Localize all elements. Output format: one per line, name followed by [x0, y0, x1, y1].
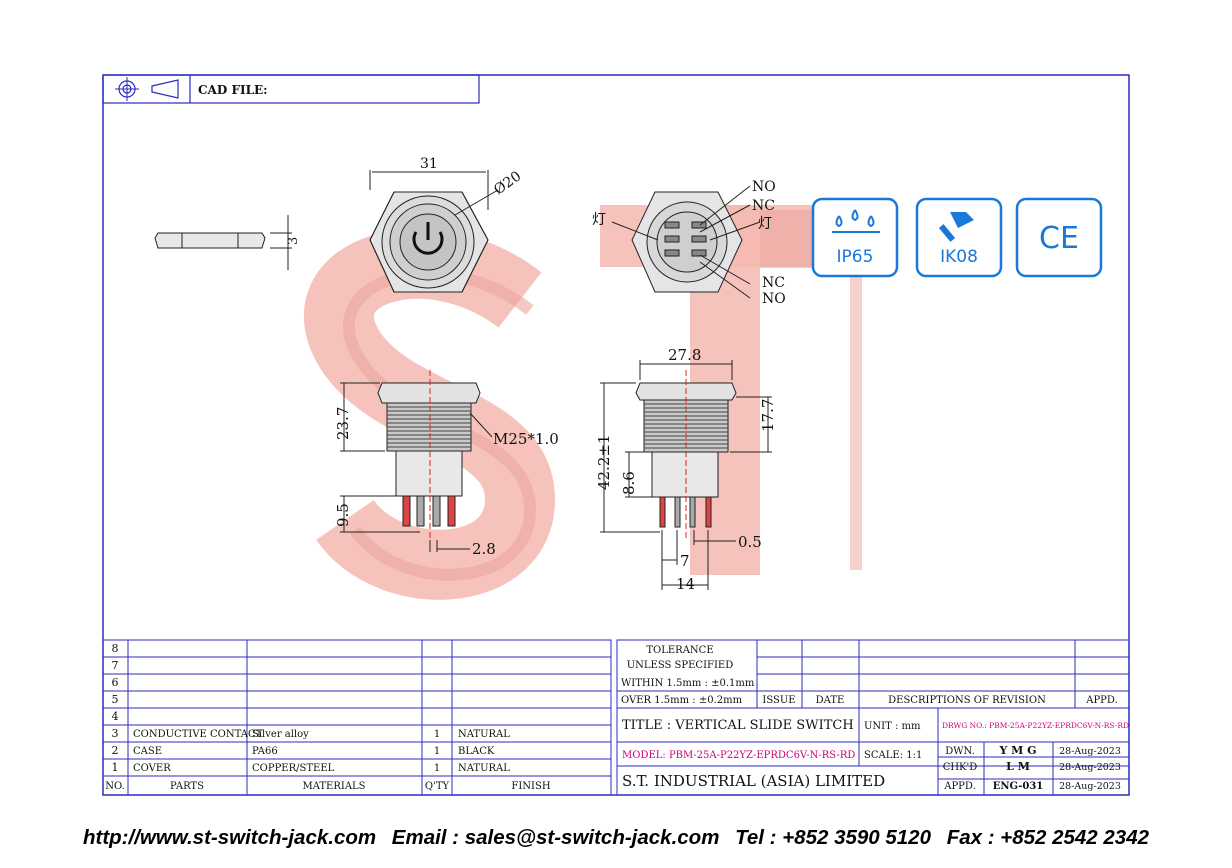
pin-no-bottom-label: NO: [762, 291, 786, 307]
website-link[interactable]: http://www.st-switch-jack.com: [82, 826, 377, 849]
title-block-grid: [616, 639, 1130, 796]
badge-ip65-label: IP65: [837, 247, 874, 267]
within-label: WITHIN 1.5mm : ±0.1mm: [621, 678, 755, 689]
thread-length-label: 17.7: [759, 399, 777, 432]
footer: http://www.st-switch-jack.com Email : sa…: [0, 826, 1232, 850]
pin-nc-bottom-label: NC: [762, 275, 785, 291]
appd-date: 28-Aug-2023: [1059, 781, 1121, 792]
diameter-label: Ø20: [491, 168, 524, 198]
header-parts: PARTS: [170, 781, 204, 792]
dwn-date: 28-Aug-2023: [1059, 746, 1121, 757]
chkd-label: CHK'D: [943, 762, 978, 773]
telephone-text: Tel : +852 3590 5120: [735, 826, 931, 849]
title-block-text: TOLERANCE UNLESS SPECIFIED WITHIN 1.5mm …: [621, 645, 1129, 792]
row-number: 8: [112, 642, 119, 655]
parts-rows: CONDUCTIVE CONTACT Silver alloy 1 NATURA…: [105, 729, 551, 792]
pin-span-label: 14: [676, 575, 695, 593]
badge-ik08: IK08: [915, 197, 1003, 278]
hammer-icon: [938, 212, 974, 242]
model-label: MODEL: PBM-25A-P22YZ-EPRDC6V-N-RS-RD: [622, 750, 855, 761]
pin-thickness-label: 0.5: [738, 533, 762, 551]
descriptions-label: DESCRIPTIONS OF REVISION: [888, 695, 1046, 706]
header-materials: MATERIALS: [302, 781, 365, 792]
side-view-left: 23.7 9.5 M25*1.0 2.8: [334, 370, 559, 558]
unless-label: UNLESS SPECIFIED: [627, 660, 734, 671]
row-number: 1: [112, 761, 119, 774]
email-link[interactable]: Email : sales@st-switch-jack.com: [391, 826, 720, 849]
water-drops-icon: [832, 209, 880, 233]
side-view-right: 27.8 42.2±1 8.6 17.7 14 7 0.5: [595, 346, 777, 593]
table-cell-finish: BLACK: [458, 746, 495, 757]
table-cell-qty: 1: [434, 763, 440, 774]
issue-label: ISSUE: [762, 695, 795, 706]
badge-ip65: IP65: [811, 197, 899, 278]
appd-label: APPD.: [943, 781, 976, 792]
row-number: 4: [112, 710, 119, 723]
top-width-label: 31: [420, 156, 438, 172]
table-cell-part: COVER: [133, 763, 171, 774]
fax-text: Fax : +852 2542 2342: [946, 826, 1150, 849]
table-cell-material: PA66: [252, 746, 278, 757]
table-cell-material: Silver alloy: [252, 729, 309, 740]
table-cell-qty: 1: [434, 729, 440, 740]
cad-file-label: CAD FILE:: [198, 83, 268, 97]
tolerance-label: TOLERANCE: [646, 645, 713, 656]
row-number: 5: [112, 693, 119, 706]
dwn-label: DWN.: [945, 746, 975, 757]
table-cell-qty: 1: [434, 746, 440, 757]
appd-header-label: APPD.: [1085, 695, 1118, 706]
total-height-label: 42.2±1: [595, 434, 613, 490]
pin-length-label: 9.5: [334, 503, 352, 527]
table-cell-part: CASE: [133, 746, 162, 757]
table-cell-finish: NATURAL: [458, 763, 510, 774]
over-label: OVER 1.5mm : ±0.2mm: [621, 695, 743, 706]
row-number: 6: [112, 676, 119, 689]
badge-ce: CE: [1015, 197, 1103, 278]
pin-height-label: 8.6: [620, 471, 638, 495]
chkd-date: 28-Aug-2023: [1059, 762, 1121, 773]
scale-label: SCALE: 1:1: [864, 750, 922, 761]
table-cell-material: COPPER/STEEL: [252, 763, 335, 774]
nut-thickness-label: 3: [286, 237, 301, 245]
pin-nc-top-label: NC: [752, 198, 775, 214]
drawing-sheet: CAD FILE: 3 31 Ø20: [102, 74, 1130, 796]
rear-view: NO NC 灯 灯 NC NO: [592, 179, 786, 307]
sheet-border: [102, 74, 1130, 796]
header-finish: FINISH: [511, 781, 550, 792]
row-number: 2: [112, 744, 119, 757]
chkd-value: L M: [1006, 760, 1030, 773]
table-cell-part: CONDUCTIVE CONTACT: [133, 729, 263, 740]
header-qty: Q'TY: [425, 781, 450, 792]
nut-side-view: 3: [154, 215, 301, 270]
pin-width-label: 2.8: [472, 540, 496, 558]
lamp-right-label: 灯: [758, 216, 772, 232]
parts-table: [102, 639, 612, 796]
appd-value: ENG-031: [993, 781, 1044, 792]
unit-label: UNIT : mm: [864, 721, 921, 732]
parts-row-numbers: 8 7 6 5 4 3 2 1: [112, 642, 119, 774]
drwg-no-label: DRWG NO.: PBM-25A-P22YZ-EPRDC6V-N-RS-RD: [942, 721, 1129, 730]
cone-symbol-icon: [151, 79, 179, 99]
head-height-label: 23.7: [334, 407, 352, 440]
badge-ik08-label: IK08: [940, 247, 978, 267]
date-label: DATE: [816, 695, 845, 706]
pin-no-top-label: NO: [752, 179, 776, 195]
row-number: 3: [112, 727, 119, 740]
header-no: NO.: [105, 781, 125, 792]
pin-spacing-label: 7: [680, 552, 690, 570]
cad-header: CAD FILE:: [102, 74, 480, 104]
row-number: 7: [112, 659, 119, 672]
thread-label: M25*1.0: [493, 430, 559, 448]
table-cell-finish: NATURAL: [458, 729, 510, 740]
body-width-label: 27.8: [668, 346, 701, 364]
title-label: TITLE : VERTICAL SLIDE SWITCH: [622, 718, 854, 733]
lamp-left-label: 灯: [592, 212, 606, 228]
ce-mark-icon: CE: [1039, 221, 1079, 256]
dwn-value: Y M G: [998, 744, 1036, 757]
company-label: S.T. INDUSTRIAL (ASIA) LIMITED: [622, 772, 885, 790]
